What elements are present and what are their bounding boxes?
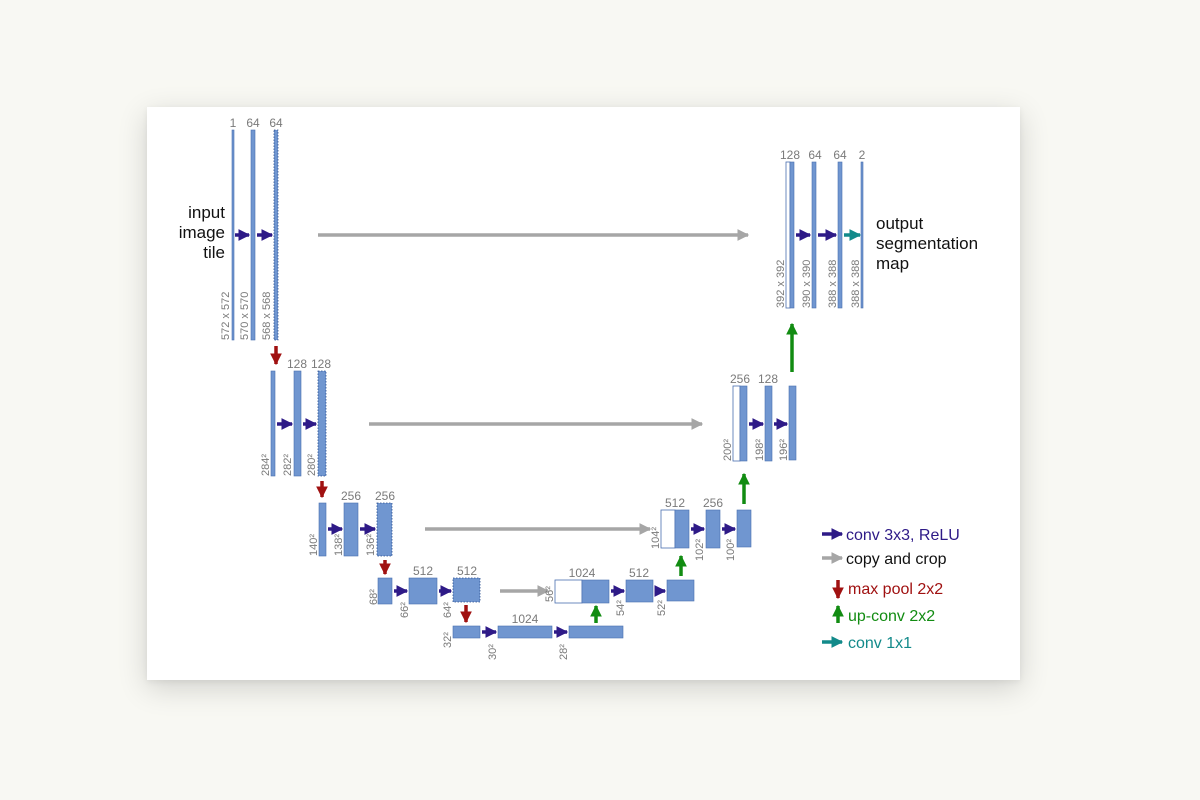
legend-conv-label: conv 3x3, ReLU (846, 527, 960, 544)
channel-label: 1024 (512, 612, 539, 626)
channel-label: 256 (375, 489, 395, 503)
feature-map-l1-1 (231, 129, 235, 341)
feature-map-l5-1 (452, 625, 481, 639)
channel-label: 256 (341, 489, 361, 503)
feature-map-l4-1 (377, 577, 393, 605)
size-label: 196² (778, 439, 790, 461)
channel-label: 512 (413, 564, 433, 578)
feature-map-l3-2 (343, 502, 359, 557)
channel-label: 64 (808, 148, 822, 162)
size-label: 52² (656, 600, 668, 616)
channel-label: 128 (311, 357, 331, 371)
size-label: 136² (365, 534, 377, 556)
size-label: 390 x 390 (801, 260, 813, 308)
feature-map-r4-3 (666, 579, 695, 602)
feature-map-l2-1 (270, 370, 276, 477)
size-label: 388 x 388 (827, 260, 839, 308)
size-label: 392 x 392 (775, 260, 787, 308)
output-label-line-1: output (876, 214, 924, 233)
size-label: 64² (442, 602, 454, 618)
size-label: 198² (754, 439, 766, 461)
upsampled-feature-map-r4 (581, 579, 610, 604)
size-label: 568 x 568 (261, 292, 273, 340)
feature-map-r3-2 (705, 509, 721, 549)
size-label: 102² (694, 539, 706, 561)
channel-label: 512 (629, 566, 649, 580)
size-label: 572 x 572 (220, 292, 232, 340)
channel-label: 512 (457, 564, 477, 578)
channel-label: 512 (665, 496, 685, 510)
feature-map-r4-2 (625, 579, 654, 603)
input-label-line-3: tile (203, 243, 225, 262)
size-label: 280² (306, 454, 318, 476)
size-label: 28² (558, 644, 570, 660)
feature-map-r2-3 (788, 385, 797, 461)
upsampled-feature-map-r2 (739, 385, 748, 462)
channel-label: 1024 (569, 566, 596, 580)
copied-feature-map-r2 (732, 385, 741, 462)
size-label: 200² (722, 439, 734, 461)
legend: conv 3x3, ReLU copy and crop max pool 2x… (822, 527, 960, 652)
channel-label: 128 (287, 357, 307, 371)
feature-map-l5-3 (568, 625, 624, 639)
size-label: 140² (308, 534, 320, 556)
upsampled-feature-map-r1 (789, 161, 795, 309)
feature-map-l4-2 (408, 577, 438, 605)
channel-label: 64 (833, 148, 847, 162)
size-label: 54² (615, 600, 627, 616)
feature-map-r1-2 (811, 161, 817, 309)
size-label: 284² (260, 454, 272, 476)
copied-feature-map-r4 (554, 579, 583, 604)
channel-label: 2 (859, 148, 866, 162)
size-label: 388 x 388 (850, 260, 862, 308)
size-label: 282² (282, 454, 294, 476)
feature-map-l5-2 (497, 625, 553, 639)
feature-map-l2-3 (317, 370, 327, 477)
size-label: 66² (399, 602, 411, 618)
legend-pool-label: max pool 2x2 (848, 581, 943, 598)
feature-map-r2-2 (764, 385, 773, 462)
channel-label: 128 (780, 148, 800, 162)
legend-copy-label: copy and crop (846, 551, 947, 568)
size-label: 30² (487, 644, 499, 660)
feature-map-r1-3 (837, 161, 843, 309)
channel-label: 64 (269, 116, 283, 130)
feature-map-l2-2 (293, 370, 302, 477)
size-label: 32² (442, 632, 454, 648)
output-label-line-2: segmentation (876, 234, 978, 253)
channel-label: 1 (230, 116, 237, 130)
channel-label: 256 (730, 372, 750, 386)
size-label: 100² (725, 539, 737, 561)
channel-label: 256 (703, 496, 723, 510)
channel-label: 64 (246, 116, 260, 130)
size-label: 570 x 570 (239, 292, 251, 340)
feature-map-l3-3 (376, 502, 393, 557)
feature-map-l1-2 (250, 129, 256, 341)
output-label-line-3: map (876, 254, 909, 273)
copied-feature-map-r3 (660, 509, 676, 549)
size-label: 138² (333, 534, 345, 556)
size-label: 104² (650, 527, 662, 549)
feature-map-l3-1 (318, 502, 327, 557)
legend-conv1x1-label: conv 1x1 (848, 635, 912, 652)
feature-map-r3-3 (736, 509, 752, 548)
input-label-line-2: image (179, 223, 225, 242)
input-label-line-1: input (188, 203, 225, 222)
size-label: 68² (368, 589, 380, 605)
feature-map-l4-3 (452, 577, 481, 603)
channel-label: 128 (758, 372, 778, 386)
upsampled-feature-map-r3 (674, 509, 690, 549)
legend-upconv-label: up-conv 2x2 (848, 608, 935, 625)
feature-map-l1-3 (273, 129, 279, 341)
size-label: 56² (544, 586, 556, 602)
